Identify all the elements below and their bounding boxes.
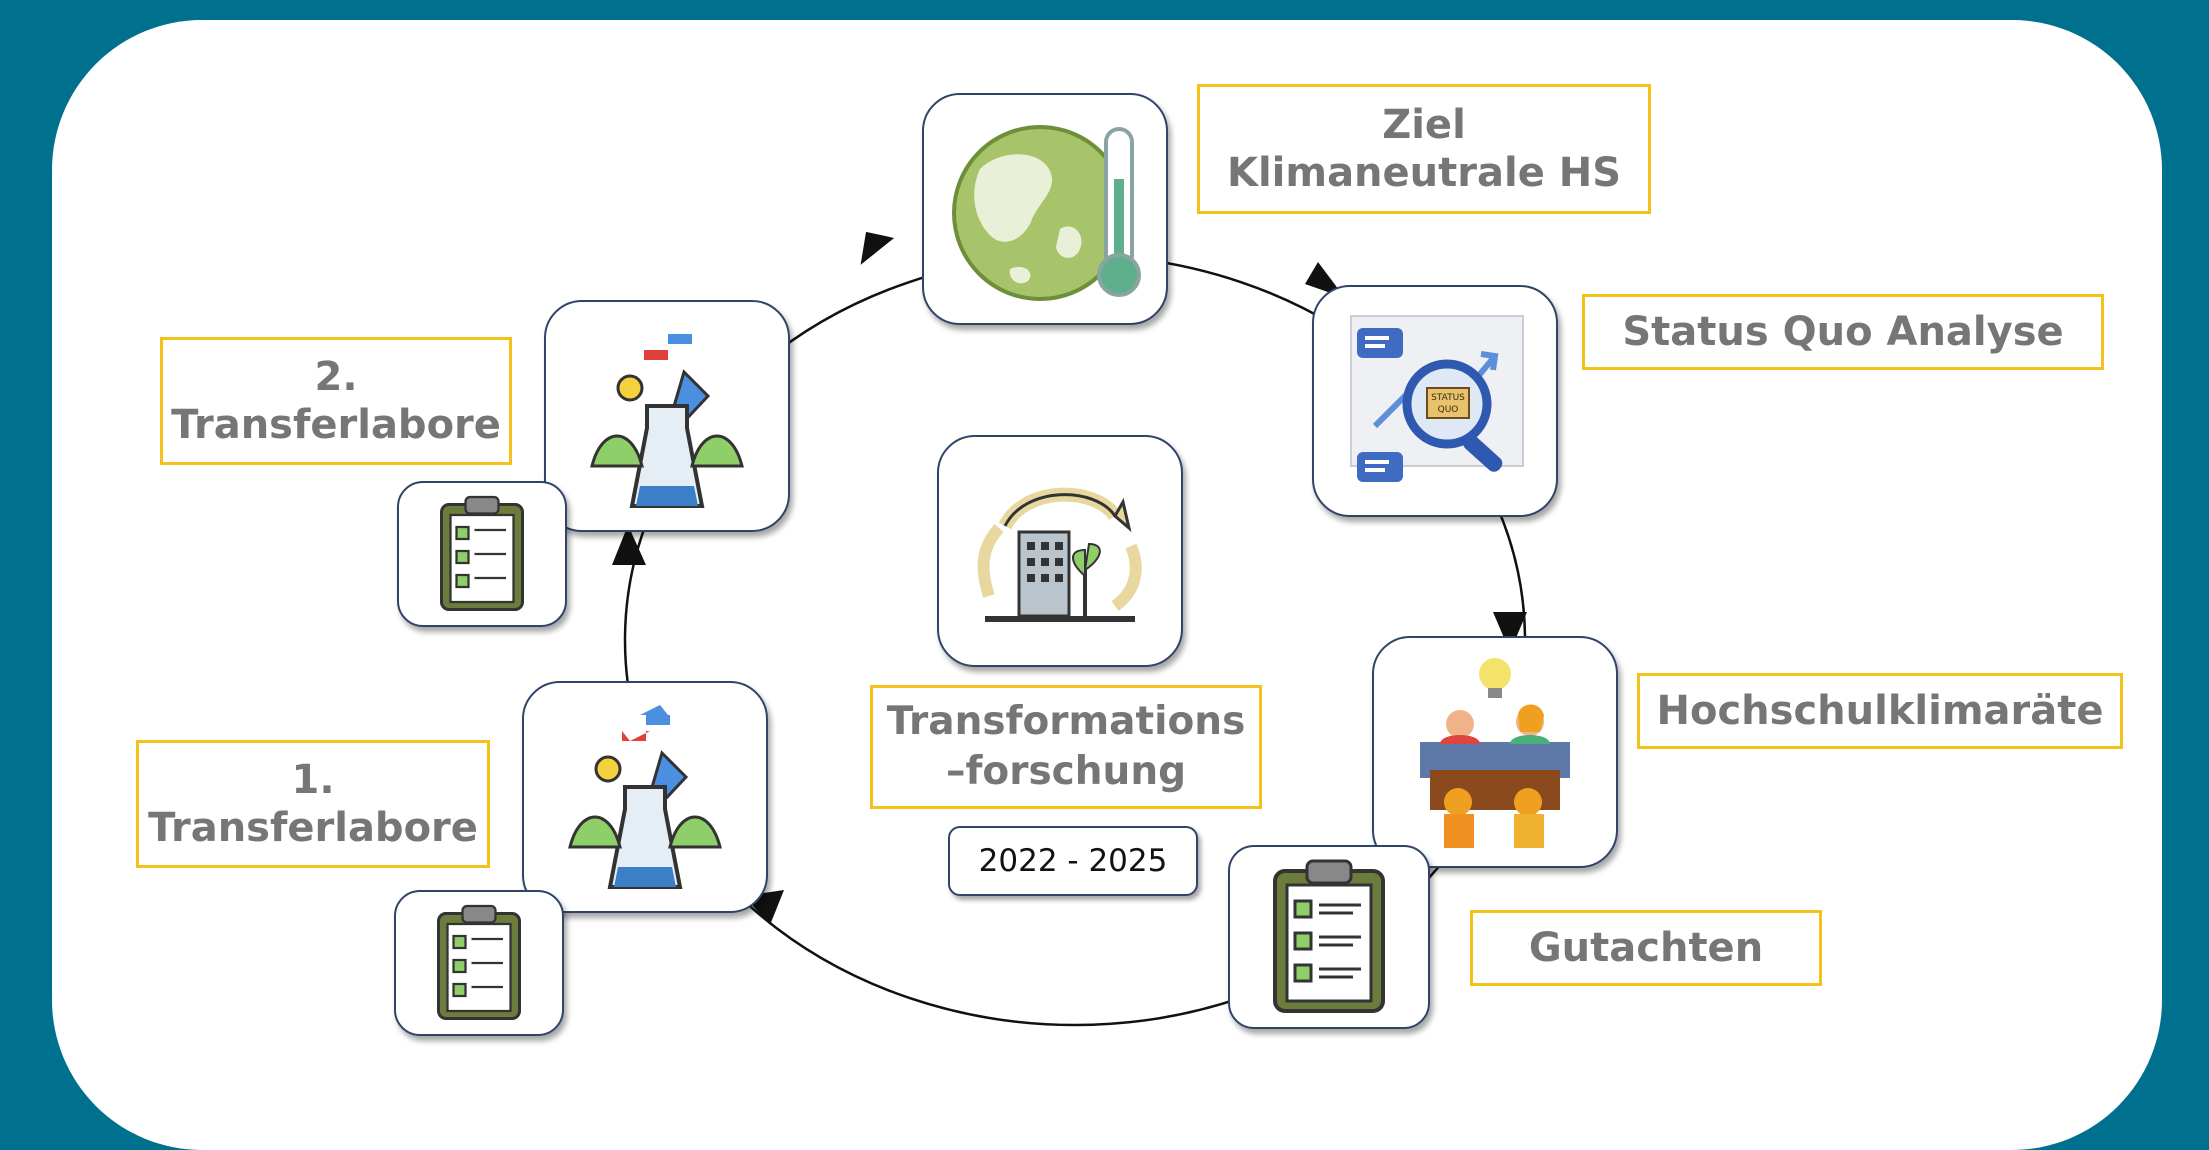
years-text: 2022 - 2025 [978,843,1168,879]
lab1-label-line1: 1. [291,757,335,803]
lab2-label-line1: 2. [314,354,358,400]
center-label: Transformations –forschung [870,685,1262,809]
climate-councils-label: Hochschulklimaräte [1637,673,2123,749]
center-label-line2: –forschung [945,749,1187,794]
clipboard-checklist-icon [1273,859,1385,1013]
lab1-clipboard-card [394,890,564,1036]
status-quo-analysis-icon: STATUS QUO [1350,315,1524,482]
lab2-clipboard-card [397,481,567,627]
goal-card [922,93,1168,325]
clipboard-checklist-icon [440,495,524,611]
lab2-card [544,300,790,532]
diagram: Ziel Klimaneutrale HS STATUS QUO Status … [136,84,2123,1036]
lab1-label: 1. Transferlabore [136,740,490,868]
lab2-label: 2. Transferlabore [160,337,512,465]
status-quo-label-text: Status Quo Analyse [1622,309,2064,355]
arrow-to-lab2 [612,525,646,565]
status-quo-card: STATUS QUO [1312,285,1558,517]
reports-label-text: Gutachten [1528,925,1764,971]
lab1-card [522,681,768,913]
goal-label: Ziel Klimaneutrale HS [1197,84,1651,214]
arrow-to-councils [1493,612,1527,652]
svg-text:QUO: QUO [1438,405,1459,415]
clipboard-checklist-icon [437,904,521,1020]
climate-councils-card [1372,636,1618,868]
status-quo-label: Status Quo Analyse [1582,294,2104,370]
lab2-label-line2: Transferlabore [171,402,501,448]
plant-flask-icon [568,705,722,889]
plant-flask-icon [590,334,744,508]
reports-label: Gutachten [1470,910,1822,986]
center-card [937,435,1183,667]
reports-card [1228,845,1430,1029]
lab1-label-line2: Transferlabore [148,805,478,851]
climate-councils-label-text: Hochschulklimaräte [1656,688,2104,734]
years-box: 2022 - 2025 [948,826,1198,896]
meeting-people-icon [1420,658,1570,848]
center-label-line1: Transformations [886,699,1246,744]
arrow-to-goal [860,231,895,265]
goal-label-line2: Klimaneutrale HS [1226,150,1622,196]
goal-label-line1: Ziel [1382,102,1466,148]
building-cycle-icon [977,487,1142,622]
earth-thermometer-icon [952,125,1141,301]
svg-text:STATUS: STATUS [1431,393,1465,403]
